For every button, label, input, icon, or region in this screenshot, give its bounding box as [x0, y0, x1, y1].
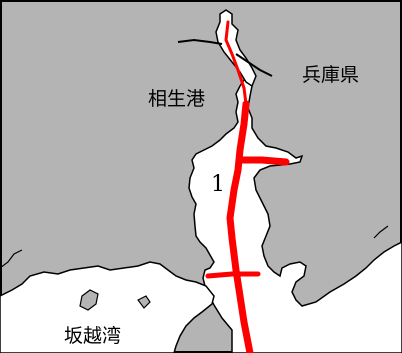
port-label: 相生港	[148, 88, 205, 110]
route-upper-channel	[224, 20, 248, 106]
route-branch-east	[236, 156, 290, 166]
island	[79, 289, 99, 311]
coastline-inlet	[0, 249, 23, 269]
coastline-inlet	[373, 225, 389, 239]
island	[137, 295, 151, 309]
river-branch-right	[235, 53, 273, 77]
route-main-channel	[226, 100, 254, 353]
river-branch-left	[177, 38, 223, 45]
route-crossing	[205, 271, 261, 279]
sakoshi-bay-water	[0, 261, 215, 353]
shipping-route	[205, 20, 290, 353]
prefecture-label: 兵庫県	[302, 64, 359, 86]
route-number-label: 1	[211, 172, 225, 197]
bay-label: 坂越湾	[64, 325, 121, 347]
